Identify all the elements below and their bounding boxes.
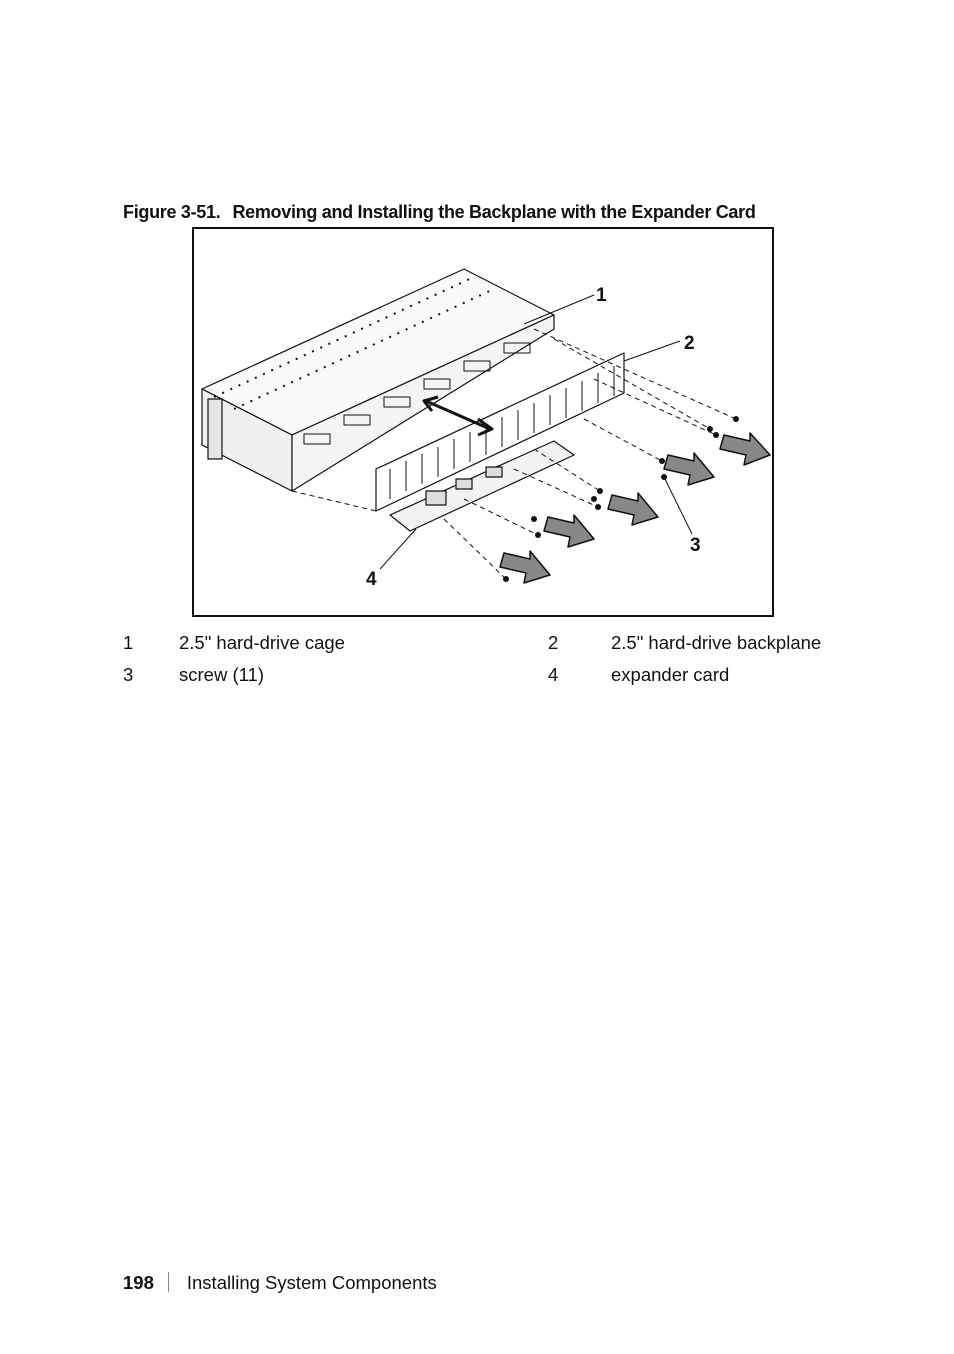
figure-caption: Figure 3-51. Removing and Installing the …: [123, 202, 756, 223]
legend-label: expander card: [611, 664, 730, 685]
legend-row: 3 screw (11) 4 expander card: [123, 664, 843, 696]
callout-1: 1: [596, 285, 607, 306]
figure-illustration: 1 2 3 4: [192, 227, 774, 617]
page-number: 198: [123, 1272, 154, 1293]
legend-number: 4: [548, 664, 559, 685]
legend-number: 3: [123, 664, 134, 685]
callout-4: 4: [366, 569, 377, 590]
legend-label: 2.5" hard-drive backplane: [611, 632, 822, 653]
screws-shape: [503, 416, 739, 582]
figure-number: Figure 3-51.: [123, 202, 221, 222]
hard-drive-cage-shape: [201, 268, 555, 492]
legend-number: 2: [548, 632, 559, 653]
callout-3: 3: [690, 535, 701, 556]
legend-label: screw (11): [179, 664, 264, 685]
backplane-diagram: 1 2 3 4: [201, 268, 771, 590]
expander-card-shape: [389, 440, 575, 532]
section-title: Installing System Components: [186, 1272, 437, 1293]
figure-title: Removing and Installing the Backplane wi…: [232, 202, 756, 222]
removal-arrows-shape: [499, 432, 771, 584]
callout-leaders: [379, 294, 693, 570]
legend-label: 2.5" hard-drive cage: [179, 632, 345, 653]
backplane-shape: [375, 352, 625, 512]
callout-2: 2: [684, 333, 695, 354]
slide-arrow-shape: [422, 395, 494, 437]
footer-divider: [167, 1272, 169, 1292]
page-footer: 198 Installing System Components: [123, 1272, 437, 1294]
figure-legend: 1 2.5" hard-drive cage 2 2.5" hard-drive…: [123, 632, 843, 696]
screw-paths: [291, 328, 737, 580]
legend-number: 1: [123, 632, 134, 653]
legend-row: 1 2.5" hard-drive cage 2 2.5" hard-drive…: [123, 632, 843, 664]
